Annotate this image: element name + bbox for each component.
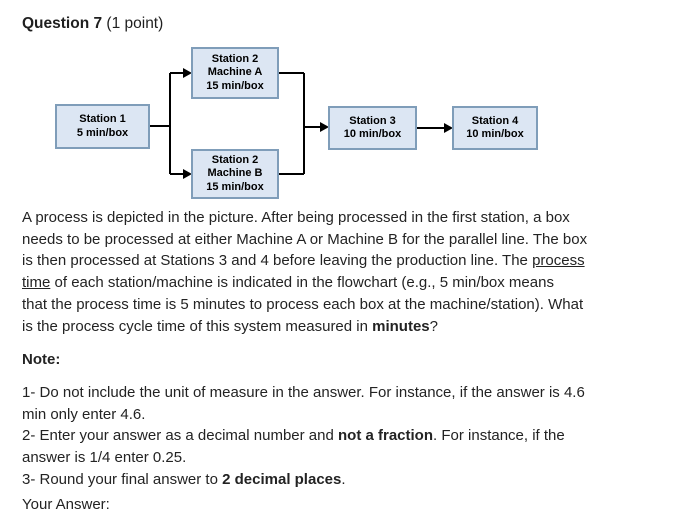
bold-term: 2 decimal places [222, 470, 342, 488]
note-item-2-line: 2- Enter your answer as a decimal number… [22, 427, 565, 445]
station2a-rate: 15 min/box [206, 79, 264, 92]
underlined-term: process [532, 252, 585, 270]
question-text: A process is depicted in the picture. Af… [22, 207, 587, 337]
question-text-line: is then processed at Stations 3 and 4 be… [22, 252, 585, 270]
station2b-rate: 15 min/box [206, 180, 264, 193]
question-text-line: that the process time is 5 minutes to pr… [22, 295, 584, 313]
station3-name: Station 3 [349, 114, 396, 127]
question-text-line: needs to be processed at either Machine … [22, 230, 588, 248]
station1-name: Station 1 [79, 113, 126, 125]
station4-name: Station 4 [471, 114, 519, 127]
note-item-1-line: 1- Do not include the unit of measure in… [22, 384, 585, 401]
your-answer-label: Your Answer: [22, 496, 110, 513]
station2b-name: Station 2 [211, 153, 259, 166]
arrowhead-to-machine-a-icon [183, 68, 192, 78]
note-item-2-line: answer is 1/4 enter 0.25. [22, 449, 187, 467]
arrowhead-to-station3-icon [320, 122, 329, 132]
arrowhead-to-station4-icon [444, 123, 453, 133]
station1-rate: 5 min/box [76, 126, 129, 139]
bold-term: minutes [372, 317, 430, 335]
connector-lines [150, 72, 445, 175]
station2a-machine: Machine A [207, 66, 263, 79]
station2b-machine: Machine B [207, 167, 263, 180]
question-title: Question 7 (1 point) [22, 13, 163, 35]
station3-rate: 10 min/box [343, 128, 402, 140]
question-text-line: time of each station/machine is indicate… [22, 274, 554, 292]
note-list: 1- Do not include the unit of measure in… [22, 382, 585, 491]
arrowhead-to-machine-b-icon [183, 169, 192, 179]
note-heading: Note: [22, 351, 61, 368]
question-text-line: A process is depicted in the picture. Af… [22, 209, 570, 226]
flowchart-connectors [150, 68, 453, 179]
note-item-1-line: min only enter 4.6. [22, 405, 146, 423]
station4-rate: 10 min/box [466, 128, 524, 140]
note-item-3-line: 3- Round your final answer to 2 decimal … [22, 470, 346, 488]
underlined-term: time [22, 274, 51, 292]
question-number-label: Question 7 [22, 15, 103, 32]
question-text-line: is the process cycle time of this system… [22, 317, 438, 335]
bold-term: not a fraction [338, 427, 434, 445]
question-points-label: (1 point) [102, 15, 164, 32]
station2a-name: Station 2 [211, 52, 259, 65]
